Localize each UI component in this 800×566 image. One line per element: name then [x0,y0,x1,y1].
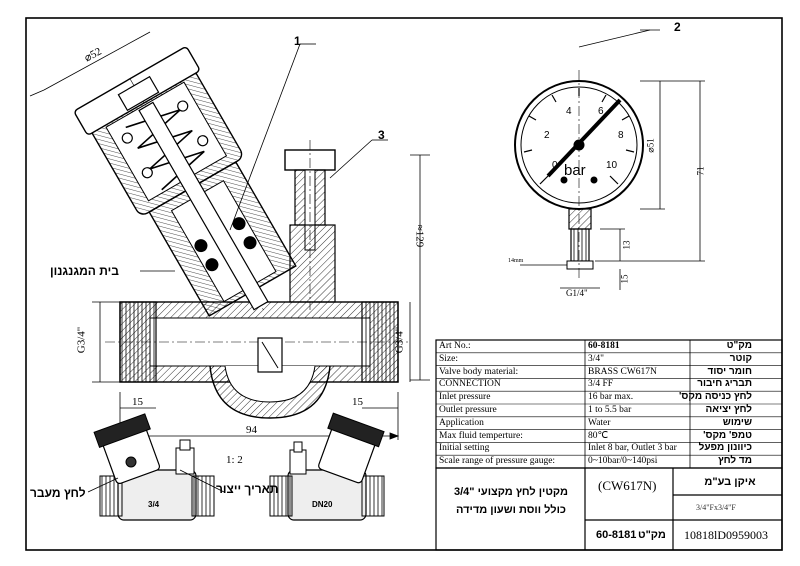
callout-1: 1 [294,34,301,48]
drawing-scale: 1: 2 [226,454,243,466]
spec-value: 60-8181 [588,341,620,351]
spec-row: Size: 3/4" קוטר [436,353,782,366]
gauge-tick-10: 10 [606,160,618,171]
spec-value: BRASS CW617N [588,366,657,377]
valve-3d-view-right [269,412,385,521]
title-line-1: מקטין לחץ מקצועי "3/4 [454,486,568,498]
dim-15-left: 15 [132,396,143,408]
spec-label: Valve body material: [439,366,519,377]
icon-label: איקן בע"מ [704,476,756,488]
spec-label-hebrew: שימוש [722,416,752,428]
gauge-unit: bar [564,162,586,179]
drawing-number: 10818lD0959003 [684,528,768,542]
gauge-tick-4: 4 [566,106,572,117]
art-no: 60-8181 [596,529,637,541]
spec-label-hebrew: קוטר [729,352,752,364]
spec-label-hebrew: טמפ' מקס' [703,429,752,441]
spec-row: Valve body material: BRASS CW617N חומר יסו… [436,366,782,379]
valve-section [74,47,410,419]
spec-value: 1 to 5.5 bar [588,405,632,415]
dim-diameter-51: ⌀51 [645,138,656,153]
spec-label: Inlet pressure [439,392,491,403]
material-code: (CW617N) [598,478,657,493]
gauge-tick-2: 2 [544,130,550,141]
label-leaders [87,469,225,493]
spec-label: Application [439,417,484,428]
spec-row: Initial setting Inlet 8 bar, Outlet 3 bar… [436,442,782,455]
spec-table-row-lines [436,352,782,456]
spec-value: 16 bar max. [588,392,634,403]
spec-row: Inlet pressure 16 bar max. לחץ כניסה מקס' [436,391,782,404]
spec-label: Initial setting [439,443,490,454]
spec-label-hebrew: תבריג חיבור [697,378,752,390]
spec-label: Max fluid temperture: [439,430,523,441]
spec-label: Outlet pressure [439,405,497,415]
pressure-gauge [514,29,705,290]
spec-label: Size: [439,353,458,364]
callout-2: 2 [674,20,681,34]
dim-71: 71 [695,166,706,176]
spec-label: Scale range of pressure gauge: [439,456,556,467]
label-manufacture-date: תאריך ייצור [216,482,279,496]
spec-value: 3/4 FF [588,379,614,390]
gauge-tick-0: 0 [552,160,558,171]
dim-129: ≈129 [413,224,426,248]
spec-label-hebrew: לחץ כניסה מקס' [679,391,752,403]
title-block [435,467,783,551]
spec-row: Art No.: 60-8181 מק"ט [436,340,782,353]
spec-value: 0~10bar/0~140psi [588,456,658,467]
spec-row: Outlet pressure 1 to 5.5 bar לחץ יציאה [436,404,782,417]
title-line-2: כולל ווסת ושעון מדידה [456,504,566,516]
size-code: 3/4"Fx3/4"F [696,503,736,512]
spec-value: 80℃ [588,430,609,441]
spec-label-hebrew: כיוונון מפעל [698,442,752,454]
spec-row: Application Water שימוש [436,417,782,430]
spec-label: Art No.: [439,341,471,351]
dim-15-right: 15 [352,396,363,408]
spec-label-hebrew: לחץ יציאה [705,404,752,415]
spec-row: Max fluid temperture: 80℃ טמפ' מקס' [436,430,782,443]
spec-value: Inlet 8 bar, Outlet 3 bar [588,443,677,454]
spec-label-hebrew: מק"ט [726,340,752,351]
spec-row: Scale range of pressure gauge: 0~10bar/0~… [436,455,782,468]
art-label: מק"ט [638,529,666,541]
sheet-border [25,17,783,551]
label-bypass-pressure: לחץ מעבר [30,486,86,500]
dim-g34-left: G3/4" [75,326,88,354]
spec-value: 3/4" [588,353,605,364]
spec-label-hebrew: חומר יסוד [707,365,752,377]
valve-3d-view-left [93,413,215,521]
side-mark-right: DN20 [312,500,333,509]
spec-row: CONNECTION 3/4 FF תבריג חיבור [436,378,782,391]
dim-14mm: 14mm [508,258,524,264]
gauge-tick-8: 8 [618,130,624,141]
dim-94: 94 [246,424,257,436]
dim-g14: G1/4" [566,288,588,298]
spec-value: Water [588,417,611,428]
spec-label: CONNECTION [439,379,501,390]
dim-13: 13 [621,240,632,250]
dim-g34-right: G3/4" [393,326,406,354]
gauge-tick-6: 6 [598,106,604,117]
side-mark-left: 3/4 [148,500,160,509]
dim-15-gauge: 15 [619,274,630,284]
callout-3: 3 [378,128,385,142]
spec-label-hebrew: מד לחץ [718,455,752,467]
label-reducer-housing: בית המגנגנון [50,264,119,278]
